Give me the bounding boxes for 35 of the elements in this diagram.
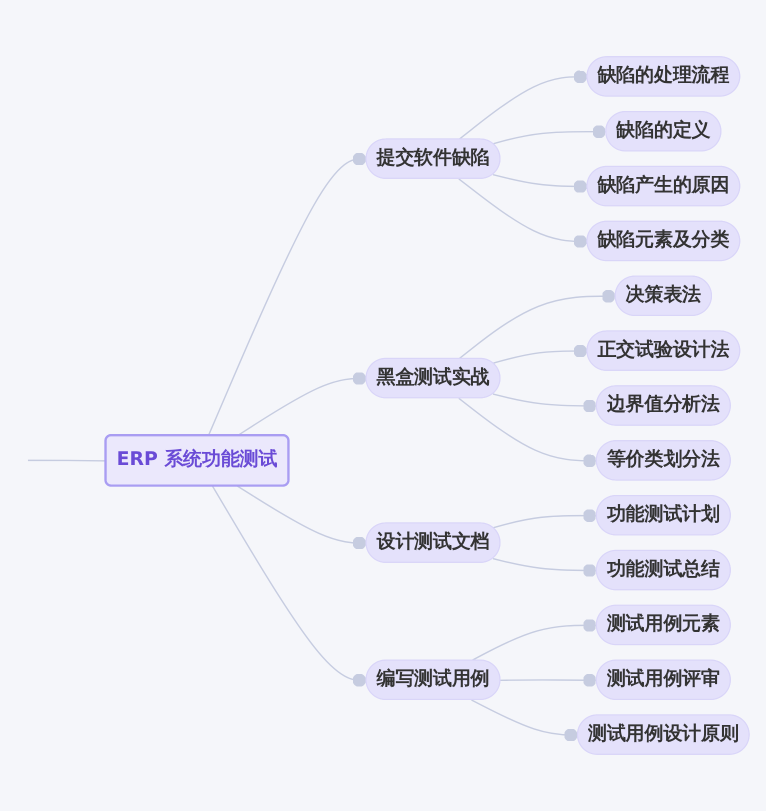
topic-box: 边界值分析法 xyxy=(596,385,731,426)
connector-line xyxy=(471,699,578,742)
connector-line xyxy=(237,372,367,436)
topic-box: 缺陷的定义 xyxy=(605,111,722,152)
topic-box: 缺陷产生的原因 xyxy=(586,166,740,206)
root-topic-box: ERP 系统功能测试 xyxy=(104,434,290,487)
connector-line xyxy=(492,393,597,413)
connector-line xyxy=(28,460,106,462)
topic-box: 等价类划分法 xyxy=(596,440,731,481)
connector-line xyxy=(492,344,588,364)
connector-line xyxy=(492,125,606,144)
topic-box: 正交试验设计法 xyxy=(586,330,740,371)
topic-box: 编写测试用例 xyxy=(365,660,501,700)
connector-line xyxy=(492,508,597,528)
connector-line xyxy=(458,290,616,360)
topic-box: 黑盒测试实战 xyxy=(365,358,501,398)
topic-box: 测试用例评审 xyxy=(596,660,731,700)
topic-box: 功能测试计划 xyxy=(596,494,731,536)
connector-line xyxy=(212,486,367,687)
connector-line xyxy=(458,70,588,140)
connector-line xyxy=(208,152,367,436)
topic-box: 功能测试总结 xyxy=(596,550,731,590)
connector-line xyxy=(492,174,588,194)
topic-box: 决策表法 xyxy=(614,276,712,316)
topic-box: 缺陷元素及分类 xyxy=(586,220,740,262)
connector-line xyxy=(237,486,367,550)
topic-box: 测试用例元素 xyxy=(596,604,731,646)
connector-line xyxy=(492,558,597,578)
topic-box: 缺陷的处理流程 xyxy=(586,56,740,97)
connector-line xyxy=(500,674,597,687)
connector-line xyxy=(458,178,588,248)
connector-line xyxy=(471,618,597,662)
topic-box: 测试用例设计原则 xyxy=(576,714,750,755)
connector-line xyxy=(458,398,597,468)
topic-box: 设计测试文档 xyxy=(365,522,501,563)
